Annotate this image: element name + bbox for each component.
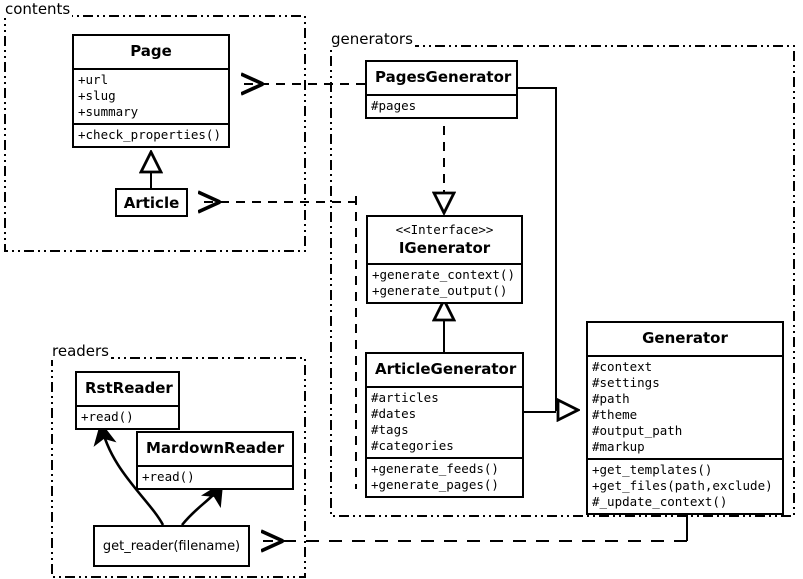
attribute: +url — [78, 72, 109, 87]
package-label-contents: contents — [4, 0, 73, 18]
method: +generate_feeds() — [371, 461, 499, 476]
attribute: #markup — [592, 439, 645, 454]
relation-pagesgenerator-to-generator — [518, 87, 578, 410]
class-pagesgenerator-title: PagesGenerator — [375, 68, 512, 86]
class-igenerator-stereotype: <<Interface>> — [395, 222, 494, 237]
method: +get_files(path,exclude) — [592, 478, 773, 493]
class-igenerator-header: <<Interface>> IGenerator — [368, 217, 521, 263]
class-pagesgenerator-header: PagesGenerator — [367, 62, 516, 94]
attribute: #pages — [371, 98, 417, 113]
attribute: #output_path — [592, 423, 683, 438]
method: +generate_context() — [372, 267, 515, 282]
attribute: #articles — [371, 390, 439, 405]
class-page-header: Page — [74, 36, 228, 68]
class-igenerator[interactable]: <<Interface>> IGenerator +generate_conte… — [366, 215, 523, 304]
attribute: #context — [592, 359, 653, 374]
class-generator-header: Generator — [588, 323, 782, 355]
method: +read() — [81, 409, 134, 424]
method: #_update_context() — [592, 494, 728, 509]
package-label-readers: readers — [51, 342, 111, 360]
class-pagesgenerator[interactable]: PagesGenerator #pages — [365, 60, 518, 119]
class-rstreader[interactable]: RstReader +read() — [75, 371, 180, 430]
attribute: +summary — [78, 104, 139, 119]
class-articlegenerator-methods: +generate_feeds() +generate_pages() — [367, 457, 522, 496]
class-pagesgenerator-attributes: #pages — [367, 94, 516, 117]
function-get-reader-label: get_reader(filename) — [102, 538, 241, 554]
attribute: +slug — [78, 88, 116, 103]
class-page-attributes: +url +slug +summary — [74, 68, 228, 123]
class-mardownreader[interactable]: MardownReader +read() — [136, 431, 294, 490]
class-article[interactable]: Article — [115, 188, 188, 217]
class-rstreader-header: RstReader — [77, 373, 178, 405]
class-rstreader-title: RstReader — [85, 379, 173, 397]
class-page-title: Page — [130, 42, 172, 60]
attribute: #tags — [371, 422, 409, 437]
function-get-reader[interactable]: get_reader(filename) — [93, 525, 250, 567]
attribute: #theme — [592, 407, 638, 422]
attribute: #categories — [371, 438, 454, 453]
class-articlegenerator-header: ArticleGenerator — [367, 354, 522, 386]
class-generator-attributes: #context #settings #path #theme #output_… — [588, 355, 782, 458]
class-article-title: Article — [123, 193, 180, 212]
class-articlegenerator-attributes: #articles #dates #tags #categories — [367, 386, 522, 457]
class-articlegenerator-title: ArticleGenerator — [375, 360, 517, 378]
relation-getreader-to-mardownreader — [180, 482, 224, 526]
class-page[interactable]: Page +url +slug +summary +check_properti… — [72, 34, 230, 148]
class-page-methods: +check_properties() — [74, 123, 228, 146]
class-generator[interactable]: Generator #context #settings #path #them… — [586, 321, 784, 515]
class-igenerator-title: IGenerator — [398, 239, 491, 257]
attribute: #path — [592, 391, 630, 406]
class-mardownreader-methods: +read() — [138, 465, 292, 488]
attribute: #settings — [592, 375, 660, 390]
method: +generate_output() — [372, 283, 508, 298]
method: +generate_pages() — [371, 477, 499, 492]
package-label-generators: generators — [330, 30, 415, 48]
class-rstreader-methods: +read() — [77, 405, 178, 428]
class-generator-methods: +get_templates() +get_files(path,exclude… — [588, 458, 782, 513]
class-mardownreader-header: MardownReader — [138, 433, 292, 465]
attribute: #dates — [371, 406, 417, 421]
class-igenerator-methods: +generate_context() +generate_output() — [368, 263, 521, 302]
class-mardownreader-title: MardownReader — [146, 439, 285, 457]
class-articlegenerator[interactable]: ArticleGenerator #articles #dates #tags … — [365, 352, 524, 498]
method: +check_properties() — [78, 127, 221, 142]
class-generator-title: Generator — [642, 329, 728, 347]
method: +get_templates() — [592, 462, 713, 477]
method: +read() — [142, 469, 195, 484]
